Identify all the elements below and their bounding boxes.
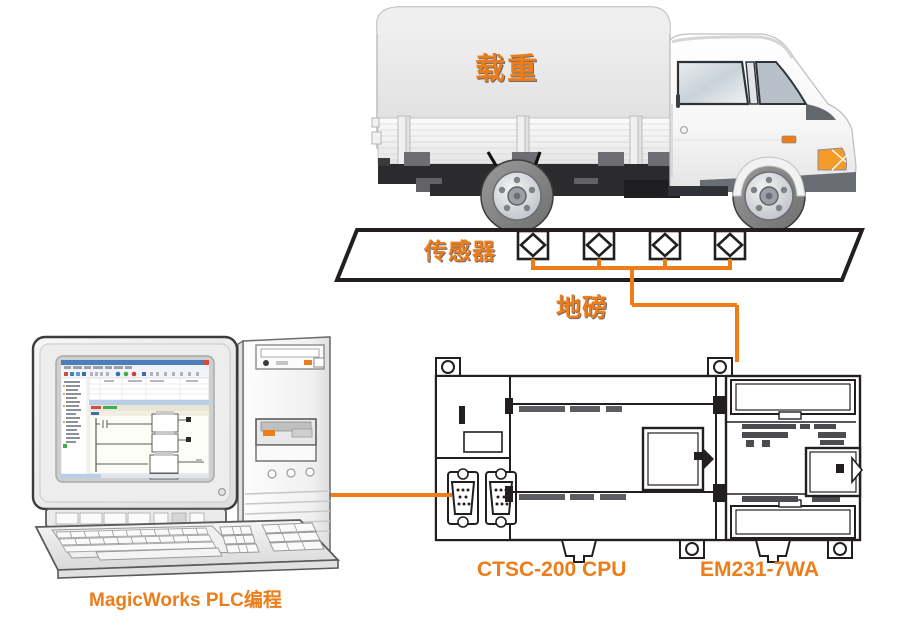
load-cell-icon — [648, 229, 682, 261]
analog-module-label: EM231-7WA — [700, 558, 820, 581]
truck-rear-wheel — [480, 159, 554, 233]
truck-load-label: 载重 — [475, 53, 539, 86]
computer-keyboard — [34, 519, 341, 579]
cpu-module-label: CTSC-200 CPU — [477, 558, 627, 581]
sensor-bus-to-plc-cable — [531, 259, 739, 362]
pc-software-label: MagicWorks PLC编程 — [89, 590, 282, 611]
load-cell-icon — [582, 229, 616, 261]
crt-monitor — [31, 335, 239, 528]
computer-tower — [237, 336, 331, 557]
db9-port — [447, 468, 479, 528]
load-cell-group — [516, 229, 747, 261]
sensor-label: 传感器 — [424, 238, 496, 264]
plc-module-icon — [434, 357, 864, 563]
weighbridge-label: 地磅 — [556, 294, 609, 322]
truck-front-wheel — [732, 159, 806, 233]
crt-computer-icon — [31, 335, 341, 579]
ladder-logic-editor-screen — [60, 360, 210, 480]
load-cell-icon — [516, 229, 550, 261]
cargo-truck-icon — [371, 6, 857, 233]
cpu-terminal-marks — [519, 406, 626, 500]
load-cell-icon — [713, 229, 747, 261]
